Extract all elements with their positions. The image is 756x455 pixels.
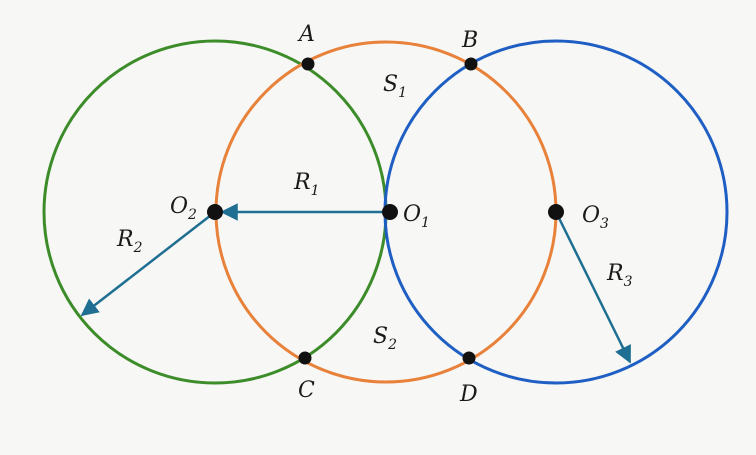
point-c <box>298 351 312 365</box>
label-r1-main: R <box>293 170 311 195</box>
label-s1-main: S <box>383 72 398 97</box>
point-d <box>462 351 476 365</box>
label-s2-sub: 2 <box>387 337 397 353</box>
label-s1-sub: 1 <box>398 85 407 101</box>
label-b: B <box>461 28 478 53</box>
label-o1: O1 <box>403 202 430 231</box>
point-a <box>301 57 315 71</box>
label-r1-sub: 1 <box>311 183 320 199</box>
label-r2: R2 <box>116 227 143 256</box>
center-o2 <box>207 204 223 220</box>
label-r1: R1 <box>293 170 320 199</box>
label-r3-main: R <box>606 261 624 286</box>
label-o1-main: O <box>403 202 421 227</box>
label-o2-sub: 2 <box>187 207 197 223</box>
center-o1 <box>382 204 398 220</box>
radius-r2-arrow <box>80 211 216 317</box>
center-o3 <box>548 204 564 220</box>
label-o2: O2 <box>170 194 197 223</box>
label-o3-sub: 3 <box>600 216 609 232</box>
label-o1-sub: 1 <box>421 215 430 231</box>
point-b <box>464 57 478 71</box>
label-r3: R3 <box>606 261 633 290</box>
radius-r3-arrow <box>554 211 632 364</box>
label-o3: O3 <box>582 203 609 232</box>
label-r2-sub: 2 <box>133 240 143 256</box>
label-s2: S2 <box>373 324 397 353</box>
label-s2-main: S <box>373 324 388 349</box>
label-o2-main: O <box>170 194 188 219</box>
label-c: C <box>298 378 315 403</box>
label-a: A <box>297 22 315 47</box>
label-d: D <box>459 382 478 407</box>
label-r2-main: R <box>116 227 134 252</box>
label-o3-main: O <box>582 203 600 228</box>
label-r3-sub: 3 <box>624 274 633 290</box>
label-s1: S1 <box>383 72 407 101</box>
